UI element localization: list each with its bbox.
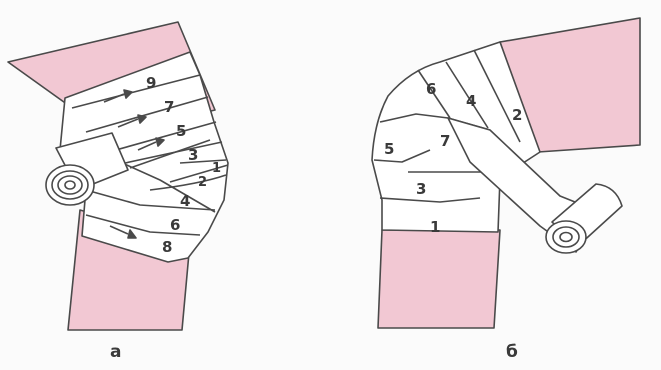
bandage-roll-a-core xyxy=(65,181,75,189)
caption-a: а xyxy=(110,342,121,362)
turn-label-b: 1 xyxy=(430,218,440,236)
bandage-roll-b-core xyxy=(560,233,572,242)
turn-label-a: 9 xyxy=(146,74,156,92)
figure-b xyxy=(372,18,640,328)
turn-label-a: 8 xyxy=(162,238,172,256)
turn-label-b: 7 xyxy=(440,132,450,150)
turn-label-a: 1 xyxy=(212,161,221,176)
figure-a xyxy=(8,22,228,330)
turn-label-b: 4 xyxy=(466,92,476,110)
turn-label-a: 7 xyxy=(164,98,174,116)
turn-label-b: 6 xyxy=(426,80,436,98)
turn-label-a: 4 xyxy=(180,192,190,210)
turn-label-a: 3 xyxy=(188,146,198,164)
turn-label-a: 2 xyxy=(198,175,207,190)
turn-label-a: 5 xyxy=(176,122,186,140)
torso-skin-b xyxy=(378,230,500,328)
caption-b: б xyxy=(506,342,518,362)
turn-label-b: 2 xyxy=(512,106,522,124)
turn-label-a: 6 xyxy=(170,216,180,234)
turn-label-b: 3 xyxy=(416,180,426,198)
turn-label-b: 5 xyxy=(384,140,394,158)
